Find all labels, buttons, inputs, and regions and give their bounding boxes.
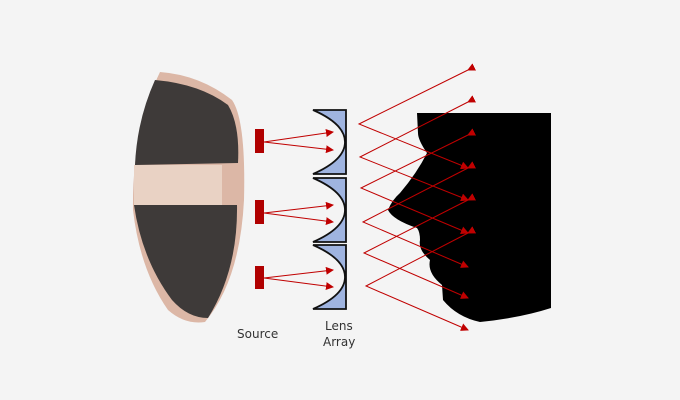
device-band	[134, 165, 222, 205]
source-label: Source	[237, 327, 279, 341]
projector-device	[132, 72, 245, 323]
source-emitter	[255, 200, 264, 224]
lens-element	[312, 177, 347, 243]
source-emitter	[255, 129, 264, 153]
lens-label-line1: Lens	[325, 319, 353, 333]
lens-label-line2: Array	[323, 335, 356, 349]
device-upper-panel	[135, 80, 239, 165]
lens-array	[312, 109, 347, 310]
projected-rays	[357, 63, 477, 331]
source-rays	[263, 129, 334, 291]
face-silhouette	[388, 113, 551, 322]
device-lower-panel	[134, 205, 238, 318]
source-emitter	[255, 266, 264, 289]
light-sources	[255, 129, 264, 289]
lens-element	[312, 244, 347, 310]
lens-element	[312, 109, 347, 175]
